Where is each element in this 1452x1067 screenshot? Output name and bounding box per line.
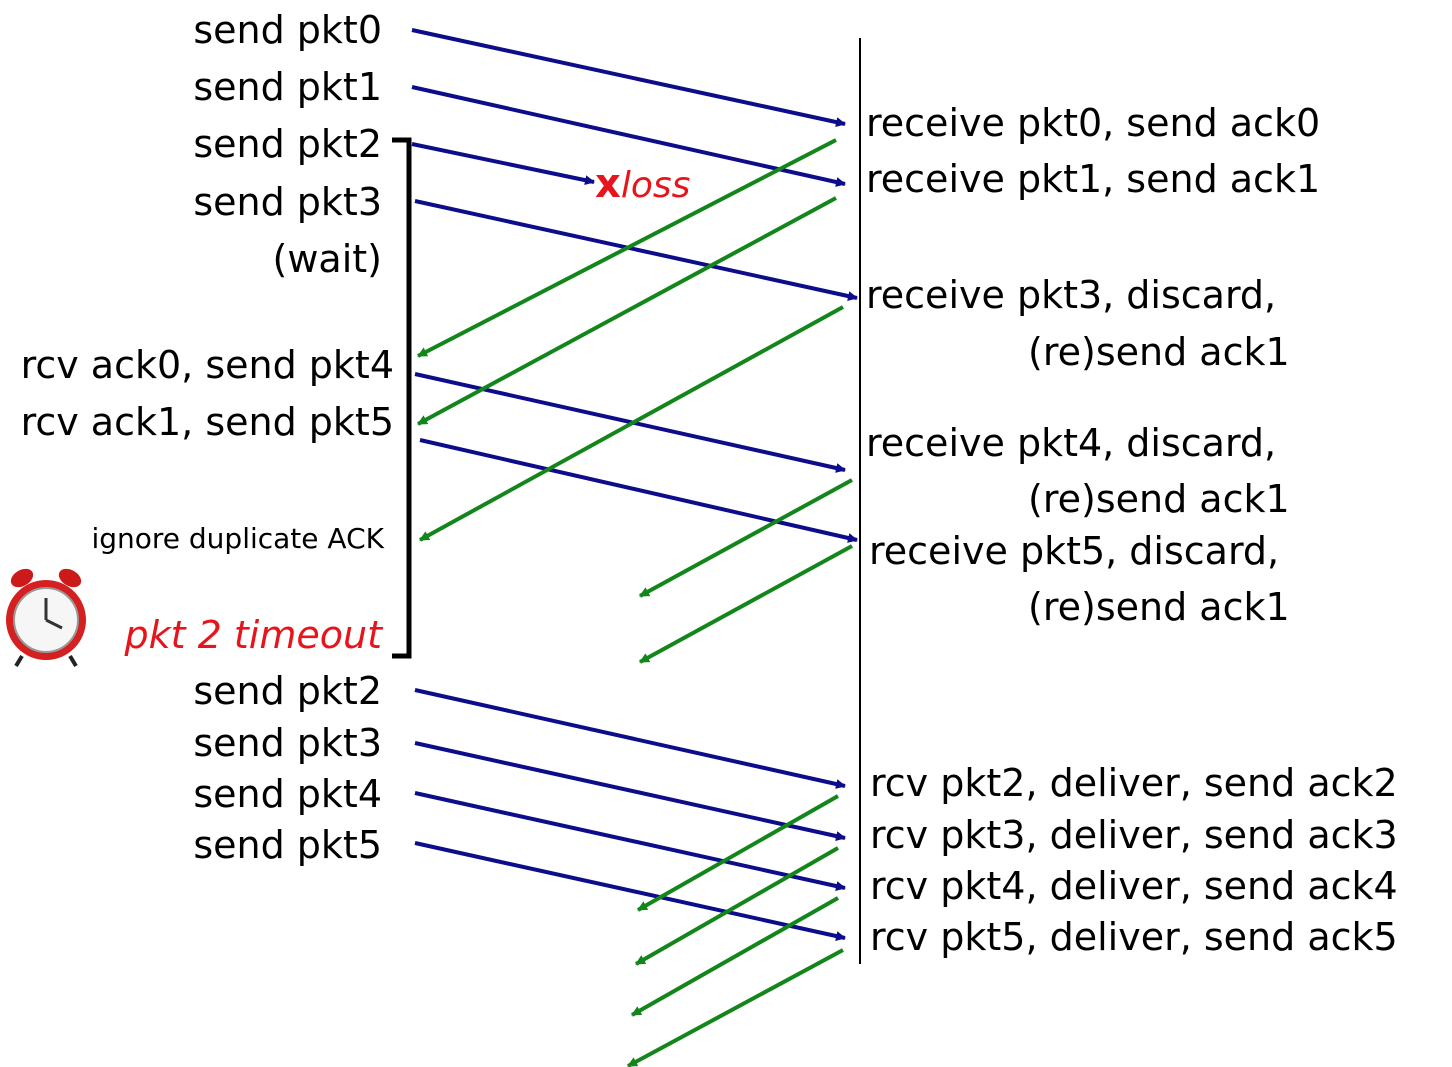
ack4-arrow (631, 896, 839, 1017)
resend-pkt4-label: send pkt4 (193, 772, 382, 816)
dup-ack1-arrow-1 (419, 305, 844, 542)
send-pkt0-label: send pkt0 (193, 8, 382, 52)
rcv-ack0-label: rcv ack0, send pkt4 (20, 343, 394, 387)
dup-ack1-arrow-3 (639, 544, 853, 664)
ack5-arrow (627, 948, 844, 1067)
resend-pkt4-arrow (414, 791, 846, 891)
ignore-duplicate-ack-label: ignore duplicate ACK (91, 522, 384, 555)
resend-pkt2-label: send pkt2 (193, 669, 382, 713)
receive-pkt3-resend-label: (re)send ack1 (1028, 330, 1290, 374)
receive-pkt5-label: receive pkt5, discard, (869, 529, 1280, 573)
alarm-clock-icon (6, 568, 86, 668)
resend-pkt3-label: send pkt3 (193, 721, 382, 765)
pkt1-arrow (411, 85, 846, 187)
receive-pkt5-resend-label: (re)send ack1 (1028, 585, 1290, 629)
rcv2-pkt3-label: rcv pkt3, deliver, send ack3 (870, 813, 1398, 857)
pkt3-arrow (414, 199, 858, 301)
ack0-arrow (417, 138, 837, 358)
timeout-bracket (392, 137, 412, 659)
rcv-ack1-label: rcv ack1, send pkt5 (20, 400, 394, 444)
resend-pkt5-arrow (414, 841, 846, 941)
loss-text: loss (620, 165, 691, 206)
receive-pkt4-label: receive pkt4, discard, (866, 421, 1277, 465)
receive-pkt0-label: receive pkt0, send ack0 (866, 101, 1321, 145)
pkt2-arrow-lost (411, 142, 595, 186)
send-pkt2-label: send pkt2 (193, 122, 382, 166)
resend-pkt3-arrow (414, 741, 846, 841)
receive-pkt4-resend-label: (re)send ack1 (1028, 477, 1290, 521)
rcv2-pkt2-label: rcv pkt2, deliver, send ack2 (870, 761, 1398, 805)
timeout-label: pkt 2 timeout (124, 613, 382, 657)
send-pkt1-label: send pkt1 (193, 65, 382, 109)
resend-pkt5-label: send pkt5 (193, 823, 382, 867)
send-pkt3-label: send pkt3 (193, 180, 382, 224)
receive-pkt1-label: receive pkt1, send ack1 (866, 157, 1321, 201)
resend-pkt2-arrow (414, 688, 846, 789)
dup-ack1-arrow-2 (639, 478, 853, 598)
ack3-arrow (635, 846, 839, 966)
receive-pkt3-label: receive pkt3, discard, (866, 273, 1277, 317)
ack2-arrow (637, 794, 839, 912)
loss-marker: xloss (595, 164, 690, 204)
loss-x-mark: x (595, 161, 621, 207)
rcv2-pkt4-label: rcv pkt4, deliver, send ack4 (870, 864, 1398, 908)
pkt4-arrow (414, 372, 846, 473)
wait-label: (wait) (272, 237, 382, 281)
rcv2-pkt5-label: rcv pkt5, deliver, send ack5 (870, 915, 1398, 959)
pkt0-arrow (411, 28, 846, 127)
pkt5-arrow (419, 438, 858, 543)
ack1-arrow (417, 196, 837, 426)
